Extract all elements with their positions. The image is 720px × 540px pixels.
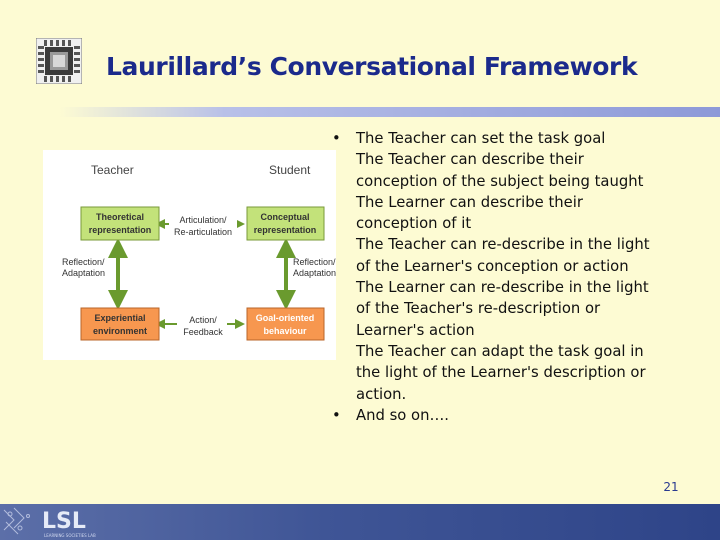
box-experiential-environment: Experiential environment — [80, 307, 160, 341]
arrow-top-label-1: Articulation/ — [179, 215, 227, 225]
bullet-line: conception of it — [356, 215, 472, 233]
arrow-bottom-label-2: Feedback — [183, 327, 223, 337]
arrow-left-label-1: Reflection/ — [62, 257, 105, 267]
arrow-top-label-2: Re-articulation — [174, 227, 232, 237]
bullet-line: of the Learner's conception or action — [356, 257, 629, 275]
arrow-bottom-label-1: Action/ — [189, 315, 217, 325]
bullet-line: the light of the Learner's description o… — [356, 364, 646, 382]
bullet-line: conception of the subject being taught — [356, 172, 644, 190]
logo-subtext: LEARNING SOCIETIES LAB — [44, 533, 96, 538]
bullet-marker: • — [332, 406, 341, 424]
footer-bar — [0, 504, 720, 540]
svg-text:Conceptual: Conceptual — [260, 212, 309, 222]
bullet-line: Learner's action — [356, 321, 475, 339]
bullet-line: The Teacher can adapt the task goal in — [356, 342, 644, 360]
logo-text: LSL — [42, 509, 86, 534]
title-underline-bar — [60, 107, 720, 117]
box-conceptual-representation: Conceptual representation — [246, 206, 325, 241]
bullet-item: The Learner can describe their conception… — [332, 192, 692, 235]
bullet-marker: • — [332, 130, 341, 147]
slide-title: Laurillard’s Conversational Framework — [106, 52, 638, 81]
bullet-line: The Teacher can set the task goal — [356, 130, 606, 147]
arrow-right-label-1: Reflection/ — [293, 257, 336, 267]
bullet-line: action. — [356, 385, 407, 403]
box-goal-oriented-behaviour: Goal-oriented behaviour — [246, 307, 325, 341]
svg-text:representation: representation — [89, 225, 152, 235]
bullet-item: • The Teacher can set the task goal — [332, 128, 692, 149]
teacher-label: Teacher — [91, 163, 134, 177]
svg-text:Experiential: Experiential — [94, 313, 145, 323]
chip-logo-icon — [35, 37, 83, 85]
arrow-right-label-2: Adaptation — [293, 268, 336, 278]
svg-text:Theoretical: Theoretical — [96, 212, 144, 222]
student-label: Student — [269, 163, 311, 177]
svg-text:Goal-oriented: Goal-oriented — [256, 313, 315, 323]
page-number: 21 — [663, 480, 679, 494]
svg-text:environment: environment — [93, 326, 147, 336]
lsl-logo-icon: LSL LEARNING SOCIETIES LAB — [3, 507, 96, 538]
bullet-line: And so on…. — [356, 406, 449, 424]
bullet-line: The Teacher can re-describe in the light — [356, 236, 650, 254]
bullet-item: The Learner can re-describe in the light… — [332, 277, 692, 341]
bullet-item: The Teacher can adapt the task goal in th… — [332, 341, 692, 405]
svg-text:behaviour: behaviour — [263, 326, 307, 336]
bullet-line: The Learner can describe their — [356, 193, 583, 211]
conversational-framework-diagram: Teacher Student Articulation/ Re-articul… — [43, 150, 336, 360]
bullet-line: The Teacher can describe their — [356, 151, 584, 169]
bullet-line: The Learner can re-describe in the light — [356, 279, 649, 297]
svg-text:representation: representation — [254, 225, 317, 235]
bullet-item: • And so on…. — [332, 405, 692, 426]
box-theoretical-representation: Theoretical representation — [80, 206, 160, 241]
arrow-left-label-2: Adaptation — [62, 268, 105, 278]
bullet-line: of the Teacher's re-description or — [356, 300, 601, 318]
bullet-item: The Teacher can re-describe in the light… — [332, 234, 692, 277]
bullet-item: The Teacher can describe their conception… — [332, 149, 692, 192]
